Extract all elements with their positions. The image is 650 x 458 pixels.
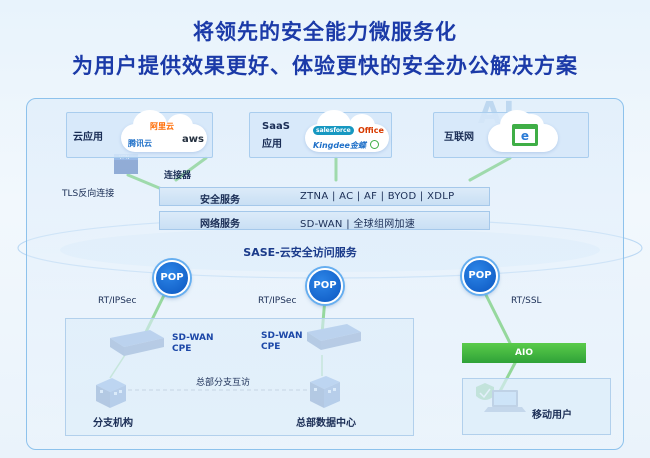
cloud-icon (121, 110, 207, 152)
ie-icon: e (515, 129, 535, 143)
branch-label: 分支机构 (93, 418, 133, 429)
interconnect-label: 总部分支互访 (196, 378, 251, 388)
aws-logo: aws (182, 134, 204, 145)
tls-reverse-label: TLS反向连接 (62, 189, 115, 199)
hq-label: 总部数据中心 (296, 418, 356, 429)
salesforce-logo: salesforce (313, 126, 354, 135)
browser-window-icon: e (512, 124, 538, 146)
link-label: RT/SSL (511, 296, 542, 306)
network-service-bar: 网络服务 SD-WAN | 全球组网加速 (159, 211, 490, 230)
kingdee-logo: Kingdee金蝶 (313, 141, 366, 150)
title-line-2: 为用户提供效果更好、体验更快的安全办公解决方案 (72, 54, 578, 78)
office-logo: Office (358, 126, 384, 135)
category-label: 互联网 (444, 132, 474, 143)
link-label: RT/IPSec (98, 296, 137, 306)
pop-node: POP (462, 258, 498, 294)
title-line-1: 将领先的安全能力微服务化 (193, 20, 457, 44)
category-label-line1: SaaS (262, 121, 290, 132)
aio-bar: AIO (462, 343, 586, 363)
pop-node: POP (307, 268, 343, 304)
aliyun-logo: 阿里云 (150, 122, 174, 131)
chat-icon (370, 140, 379, 149)
bar-text: ZTNA | AC | AF | BYOD | XDLP (300, 191, 455, 202)
category-label-line2: 应用 (262, 139, 282, 150)
security-service-bar: 安全服务 ZTNA | AC | AF | BYOD | XDLP (159, 187, 490, 206)
cpe-label-2: SD-WAN CPE (261, 331, 303, 352)
sase-label: SASE-云安全访问服务 (243, 246, 357, 259)
enterprise-site-box (65, 318, 414, 436)
mobile-user-box (462, 378, 611, 435)
category-label: 云应用 (73, 132, 103, 143)
cpe-label-1: SD-WAN CPE (172, 333, 214, 354)
bar-label: 网络服务 (200, 219, 240, 230)
connector-label: 连接器 (164, 171, 192, 181)
bar-text: SD-WAN | 全球组网加速 (300, 219, 416, 230)
pop-node: POP (154, 260, 190, 296)
tencent-cloud-logo: 腾讯云 (128, 139, 152, 148)
bar-label: 安全服务 (200, 195, 240, 206)
mobile-user-label: 移动用户 (532, 410, 572, 421)
link-label: RT/IPSec (258, 296, 297, 306)
